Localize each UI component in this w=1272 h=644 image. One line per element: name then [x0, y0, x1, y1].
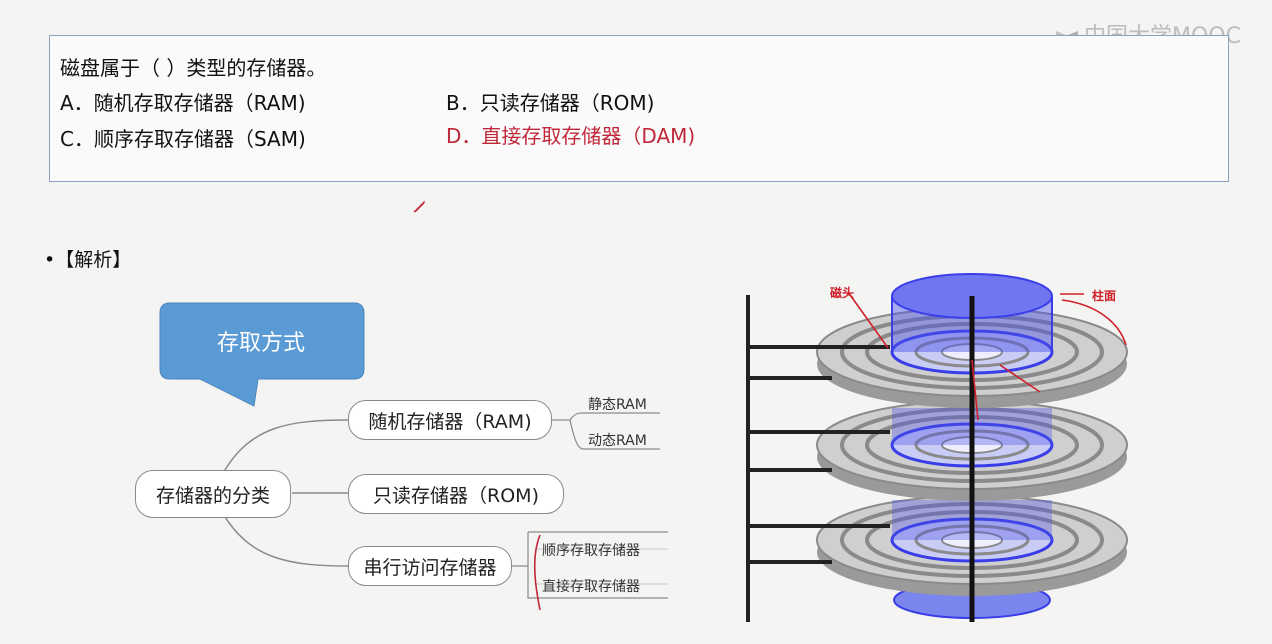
callout-label: 存取方式 — [216, 331, 305, 356]
leaf-dynamic-ram: 动态RAM — [588, 433, 647, 449]
option-d-correct[interactable]: D．直接存取存储器（DAM) — [446, 124, 696, 148]
branch-rom: 只读存储器（ROM) — [348, 474, 564, 514]
root-node: 存储器的分类 — [135, 470, 291, 518]
option-a[interactable]: A．随机存取存储器（RAM) — [60, 91, 306, 115]
label-cylinder: 柱面 — [1092, 289, 1117, 303]
branch-ram: 随机存储器（RAM) — [348, 400, 552, 440]
mindmap-connectors — [159, 302, 668, 611]
head-arms — [748, 345, 890, 564]
callout-bubble — [159, 302, 365, 407]
analysis-heading: •【解析】 — [44, 249, 132, 271]
label-head: 磁头 — [830, 286, 855, 300]
question-stem: 磁盘属于（ ）类型的存储器。 — [60, 56, 327, 80]
pen-cursor-icon — [413, 200, 425, 213]
leaf-static-ram: 静态RAM — [588, 397, 647, 413]
branch-serial: 串行访问存储器 — [348, 546, 512, 586]
question-box — [49, 35, 1229, 182]
option-b[interactable]: B．只读存储器（ROM) — [446, 91, 655, 115]
leaf-sequential-access: 顺序存取存储器 — [542, 543, 640, 559]
option-c[interactable]: C．顺序存取存储器（SAM) — [60, 127, 306, 151]
disk-diagram — [746, 273, 1128, 622]
leaf-direct-access: 直接存取存储器 — [542, 579, 640, 595]
annotations — [847, 291, 1127, 421]
